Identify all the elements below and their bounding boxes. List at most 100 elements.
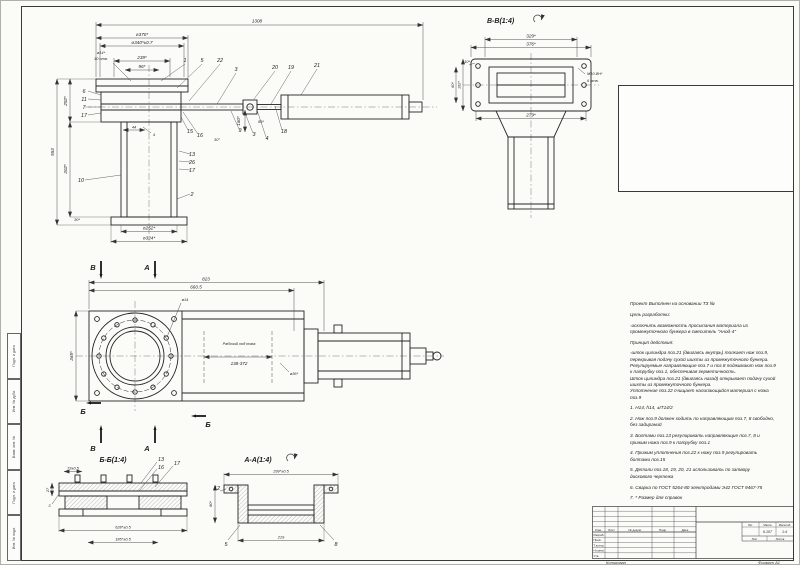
tb-col-izm: Изм. — [595, 528, 602, 532]
bottom-strip: Копировал Формат А1 — [592, 560, 794, 565]
dim-label: ⌀252* — [143, 226, 155, 231]
main-view-geometry — [95, 78, 423, 226]
section-marker: В — [90, 263, 96, 272]
section-bb-bottom-view: Б-Б(1:4) 73±0.5 27 3 628*±0.5 — [45, 457, 188, 545]
dim-label: 219 — [277, 535, 285, 540]
callout-label: 26 — [188, 160, 195, 166]
dim-label: 6 отв. — [587, 78, 599, 83]
side-box-label: Взам. инв. № — [12, 435, 16, 459]
view-title: Б-Б(1:4) — [99, 457, 127, 464]
dim-label: 376* — [526, 42, 536, 47]
tb-col-podp: Подп. — [659, 528, 667, 532]
title-block: Изм. Лист № докум. Подп. Дата Разраб. Пр… — [592, 506, 794, 559]
notes-principle-title: Принцип действия: — [630, 339, 674, 345]
bb-top-centerlines — [463, 53, 599, 218]
bb-top-dim-lines — [454, 37, 592, 121]
view-title: А-А(1:4) — [243, 457, 272, 464]
dim-label: 628*±0.5 — [115, 525, 131, 530]
tb-row-nkontr: Н.контр. — [594, 549, 606, 553]
view-title: В-В(1:4) — [487, 18, 515, 25]
section-marker: В — [90, 444, 96, 453]
tb-list: Лист — [752, 537, 759, 541]
dim-label: 279* — [525, 113, 536, 118]
notes-goal-text: -исключить возможность просыпания матери… — [630, 322, 748, 334]
bb-bottom-geometry — [58, 474, 188, 517]
side-box: Взам. инв. № — [7, 424, 21, 470]
notes-req-6: 6. Сварка по ГОСТ 5264-80 электродами Э4… — [630, 484, 763, 490]
dim-label: 239* — [136, 55, 147, 60]
tb-row-utv: Утв. — [594, 554, 600, 558]
callout-label: 8 — [335, 542, 338, 548]
dim-label: ⌀14 — [182, 297, 190, 302]
dim-label: 299*±0.5 — [272, 469, 289, 474]
side-box-label: Подп. и дата — [12, 345, 16, 367]
notes-req-4: 4. Прижим уплотнения поз.22 к ножу поз.9… — [630, 450, 758, 462]
aa-dim-lines — [213, 472, 339, 543]
dim-label: 27 — [45, 487, 50, 493]
dim-label: М10-8Н* — [587, 71, 603, 76]
dim-label: 365* — [69, 351, 74, 361]
drawing-frame — [21, 6, 794, 561]
plan-dim-lines — [74, 280, 325, 402]
kopiroval-label: Копировал — [606, 560, 626, 565]
dim-label: 553 — [50, 148, 55, 156]
dim-label: 60* — [450, 82, 455, 88]
tb-row-tkontr: Т.контр. — [594, 543, 605, 547]
notes-req-1: 1. H14, h14, ±IT14/2 — [630, 405, 673, 411]
callout-label: 12 — [214, 486, 220, 492]
dim-label: 160* — [236, 116, 241, 126]
spec-table-frame — [618, 85, 794, 192]
tb-row-prov: Пров. — [594, 538, 602, 542]
section-marker: Б — [205, 420, 211, 429]
notes-principle-text: -шток цилиндра поз.21 (двигаясь внутрь) … — [630, 350, 776, 400]
notes-req-7: 7. * Размер для справок — [630, 495, 683, 501]
dim-label: 85* — [258, 119, 264, 124]
callout-label: 17 — [81, 113, 88, 119]
stroke-note: Рабочий ход ножа — [223, 341, 257, 346]
callout-label: 7 — [83, 105, 87, 111]
callout-label: 16 — [197, 133, 203, 139]
side-box: Инв. № дубл. — [7, 378, 21, 425]
notes-header: Проект Выполнен на основании ТЗ № — [630, 301, 715, 306]
aa-geometry — [223, 484, 339, 524]
dim-label: ⌀340*±0.7 — [131, 40, 153, 45]
callout-label: 20 — [271, 65, 278, 71]
format-label: Формат А1 — [758, 560, 780, 565]
main-view-leader-lines — [84, 63, 318, 200]
callout-label: 5 — [201, 58, 205, 64]
dim-label: 329* — [526, 34, 536, 39]
main-view-centerlines — [85, 65, 437, 241]
tb-col-doc: № докум. — [628, 528, 641, 532]
tb-massa: Масса — [764, 523, 772, 527]
callout-label: 18 — [281, 129, 287, 135]
plan-section-arrows — [86, 261, 206, 443]
dim-label: 30° — [214, 137, 220, 142]
main-view: 1308 ⌀370* ⌀340*±0.7 ⌀14* 10 отв. 239* 9… — [50, 19, 437, 244]
side-box-label: Инв. № подл. — [12, 526, 16, 550]
callout-label: 15 — [187, 129, 194, 135]
tb-row-razrab: Разраб. — [594, 533, 605, 537]
rotated-view-icon — [533, 14, 545, 23]
plan-geometry — [88, 310, 442, 402]
section-aa-view: А-А(1:4) 299*±0.5 12 80* 5 21 — [208, 453, 339, 548]
side-box-label: Инв. № дубл. — [12, 390, 16, 413]
callout-label: 16 — [158, 465, 164, 471]
dim-label: ⌀36* — [290, 371, 299, 376]
main-view-dim-lines — [55, 22, 424, 244]
notes-goal-title: Цель разработки: — [630, 311, 671, 317]
side-box: Подп. и дата — [7, 469, 21, 516]
dim-label: ⌀324* — [143, 236, 155, 241]
dim-label: 1308 — [252, 19, 263, 24]
callout-label: 3 — [253, 132, 256, 138]
dim-label: ⌀14* — [97, 50, 106, 55]
dim-label: 96* — [139, 64, 146, 69]
callout-label: 21 — [313, 63, 320, 69]
title-block-grid — [592, 506, 794, 559]
callout-label: 6 — [83, 89, 86, 95]
dim-label: 4 — [153, 132, 156, 137]
tb-col-data: Дата — [682, 528, 689, 532]
dim-label: 823 — [202, 277, 210, 282]
callout-label: 17 — [189, 168, 196, 174]
technical-notes: Проект Выполнен на основании ТЗ № Цель р… — [630, 301, 790, 506]
